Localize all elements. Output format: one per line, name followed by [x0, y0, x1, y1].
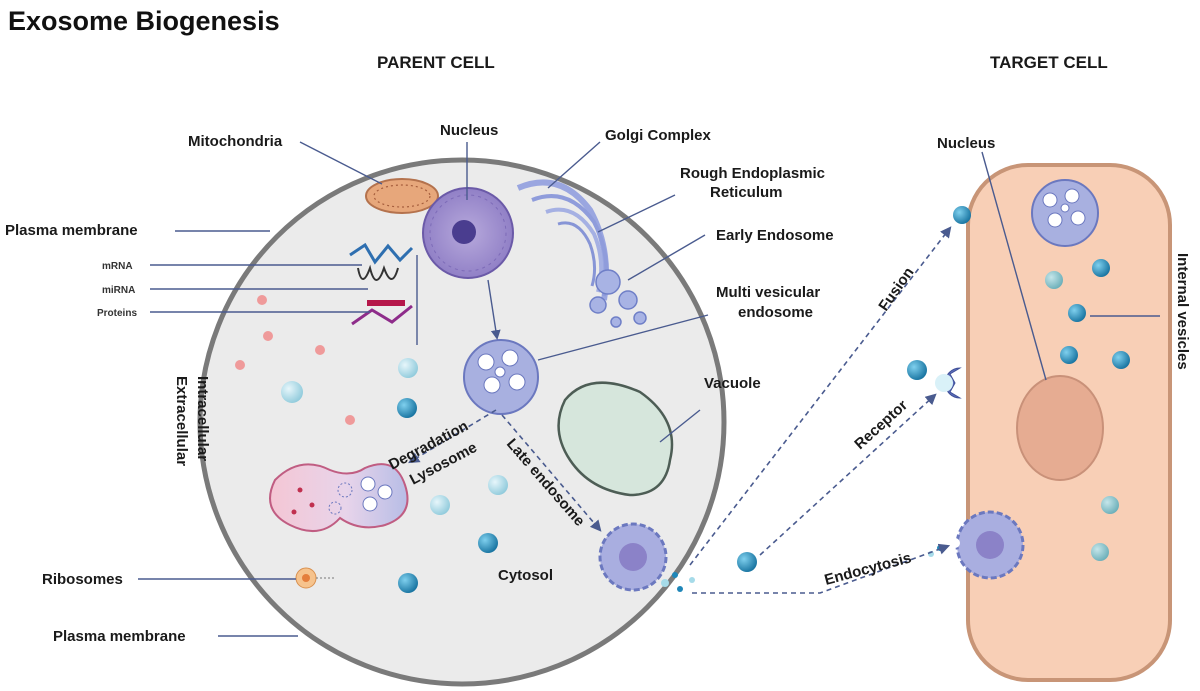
fusion-arrow — [689, 226, 952, 566]
early-endosome — [589, 269, 647, 328]
receptor-exosome — [737, 552, 757, 572]
receptor — [907, 360, 962, 399]
endocytosis-endosome — [928, 510, 1025, 580]
label-early-endosome: Early Endosome — [716, 227, 834, 244]
late-endosome — [598, 522, 695, 592]
parent-nucleus — [422, 187, 514, 279]
label-endocytosis: Endocytosis — [823, 549, 914, 589]
target-multivesicular-endosome — [1031, 179, 1099, 247]
parent-cell-header: PARENT CELL — [377, 53, 495, 72]
label-mrna: mRNA — [102, 261, 133, 272]
parent-cell-membrane — [197, 157, 727, 687]
mitochondria — [365, 178, 439, 214]
label-golgi: Golgi Complex — [605, 127, 712, 144]
label-plasma-membrane-top: Plasma membrane — [5, 222, 138, 239]
label-proteins: Proteins — [97, 308, 137, 319]
label-rer-line2: Reticulum — [710, 184, 783, 201]
golgi-leader — [547, 141, 601, 189]
diagram-title: Exosome Biogenesis — [8, 6, 280, 36]
label-internal-vesicles: Internal vesicles — [1174, 253, 1191, 370]
vacuole — [557, 381, 674, 497]
degradation-arrow — [408, 409, 497, 464]
multivesicular-endosome — [463, 339, 539, 415]
label-rer-line1: Rough Endoplasmic — [680, 165, 825, 182]
label-nucleus-parent: Nucleus — [440, 122, 498, 139]
receptor-arrow — [759, 393, 937, 556]
rer-leader — [597, 194, 676, 233]
label-mve-line2: endosome — [738, 304, 813, 321]
endocytosis-arrow — [692, 543, 951, 594]
label-nucleus-target: Nucleus — [937, 135, 995, 152]
parent-cytosol-vesicles — [281, 358, 508, 593]
label-extracellular: Extracellular — [173, 376, 190, 466]
label-intracellular: Intracellular — [194, 376, 211, 461]
fusion-exosome — [953, 206, 971, 224]
target-cell-header: TARGET CELL — [990, 53, 1108, 72]
target-nucleus — [1016, 375, 1104, 481]
late-endosome-arrow — [501, 414, 602, 532]
mve-leader — [537, 314, 709, 361]
cytoplasmic-particles — [235, 295, 355, 425]
lysosome — [269, 463, 409, 533]
rna-protein-cluster — [349, 242, 414, 326]
label-fusion: Fusion — [875, 264, 917, 314]
target-nucleus-leader — [981, 151, 1047, 381]
label-mitochondria: Mitochondria — [188, 133, 283, 150]
early-endosome-leader — [627, 234, 706, 281]
nucleus-to-mve-arrow — [487, 279, 501, 340]
label-vacuole: Vacuole — [704, 375, 761, 392]
target-internal-vesicles — [1045, 259, 1130, 561]
label-ribosomes: Ribosomes — [42, 571, 123, 588]
ribosome — [295, 567, 335, 589]
vacuole-leader — [659, 409, 701, 443]
label-mirna: miRNA — [102, 285, 135, 296]
label-plasma-membrane-bottom: Plasma membrane — [53, 628, 186, 645]
label-cytosol: Cytosol — [498, 567, 553, 584]
mitochondria-leader — [299, 141, 383, 185]
label-mve-line1: Multi vesicular — [716, 284, 820, 301]
